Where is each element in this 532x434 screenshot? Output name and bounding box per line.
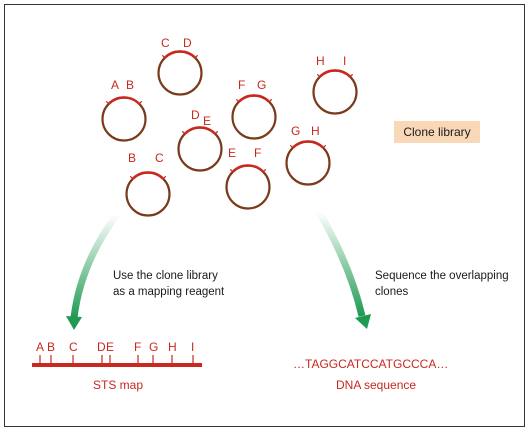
clone-fg-label-g: G xyxy=(257,78,266,92)
right-caption-line-1: Sequence the overlapping xyxy=(375,270,509,282)
sts-marker-g: G xyxy=(149,340,158,354)
clone-bc: B C xyxy=(125,151,171,217)
clone-gh: G H xyxy=(285,124,331,186)
clone-bc-label-c: C xyxy=(155,151,164,165)
clone-cd-label-c: C xyxy=(161,36,170,50)
clone-ef-label-f: F xyxy=(254,146,261,160)
clone-hi-label-h: H xyxy=(316,54,325,68)
sts-marker-b: B xyxy=(47,340,55,354)
clone-gh-label-g: G xyxy=(291,124,300,138)
left-caption-line-1: Use the clone library xyxy=(113,270,218,282)
sts-map-label: STS map xyxy=(93,378,143,392)
clone-ef: E F xyxy=(225,146,271,210)
sts-map: A B C D E F G H I STS map xyxy=(32,340,202,392)
clone-bc-label-b: B xyxy=(128,151,136,165)
clone-ab-label-b: B xyxy=(126,78,134,92)
clone-de-label-d: D xyxy=(191,108,200,122)
clone-library-diagram: A B C D H I F G D E G xyxy=(32,36,509,392)
left-caption-line-2: as a mapping reagent xyxy=(113,286,225,298)
sts-marker-i: I xyxy=(191,340,194,354)
right-caption-line-2: clones xyxy=(375,286,408,298)
clone-library-label: Clone library xyxy=(394,121,480,143)
diagram-frame: A B C D H I F G D E G xyxy=(4,4,525,427)
clone-hi-label-i: I xyxy=(343,54,346,68)
clone-gh-label-h: H xyxy=(311,124,320,138)
clone-fg-label-f: F xyxy=(238,78,245,92)
clone-ef-label-e: E xyxy=(228,146,236,160)
clone-cd-label-d: D xyxy=(183,36,192,50)
sts-marker-a: A xyxy=(36,340,44,354)
sts-marker-c: C xyxy=(69,340,78,354)
dna-sequence-text: …TAGGCATCCATGCCCA… xyxy=(293,357,448,371)
sts-marker-d: D xyxy=(97,340,106,354)
clone-ab: A B xyxy=(101,78,147,142)
clone-cd: C D xyxy=(157,36,203,96)
sts-marker-e: E xyxy=(106,340,114,354)
clone-hi: H I xyxy=(312,54,358,115)
clone-fg: F G xyxy=(231,78,277,140)
sts-marker-h: H xyxy=(168,340,177,354)
left-green-arrow xyxy=(66,211,120,330)
clone-de: D E xyxy=(177,108,223,172)
sts-marker-f: F xyxy=(134,340,141,354)
clone-de-label-e: E xyxy=(203,114,211,128)
clone-ab-label-a: A xyxy=(111,78,119,92)
dna-sequence-label: DNA sequence xyxy=(336,378,416,392)
right-green-arrow xyxy=(315,210,371,329)
